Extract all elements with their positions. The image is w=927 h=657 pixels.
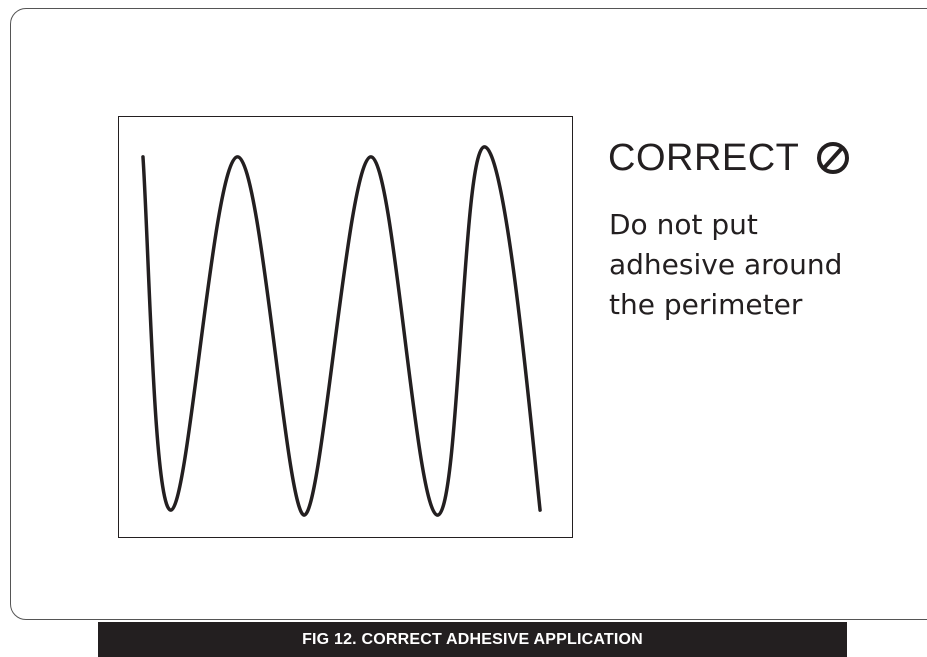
note-line-3: the perimeter [609,288,803,321]
adhesive-diagram-svg [141,145,542,517]
no-entry-slash-icon [817,142,850,174]
instruction-note: Do not put adhesive around the perimeter [609,205,909,325]
status-heading: CORRECT [608,137,800,179]
status-heading-row: CORRECT [608,139,851,177]
figure-caption: FIG 12. CORRECT ADHESIVE APPLICATION [302,630,643,648]
note-line-1: Do not put [609,208,758,241]
adhesive-diagram [118,116,573,538]
note-line-2: adhesive around [609,248,843,281]
adhesive-bead-line [141,145,542,517]
figure-caption-bar: FIG 12. CORRECT ADHESIVE APPLICATION [98,622,847,657]
